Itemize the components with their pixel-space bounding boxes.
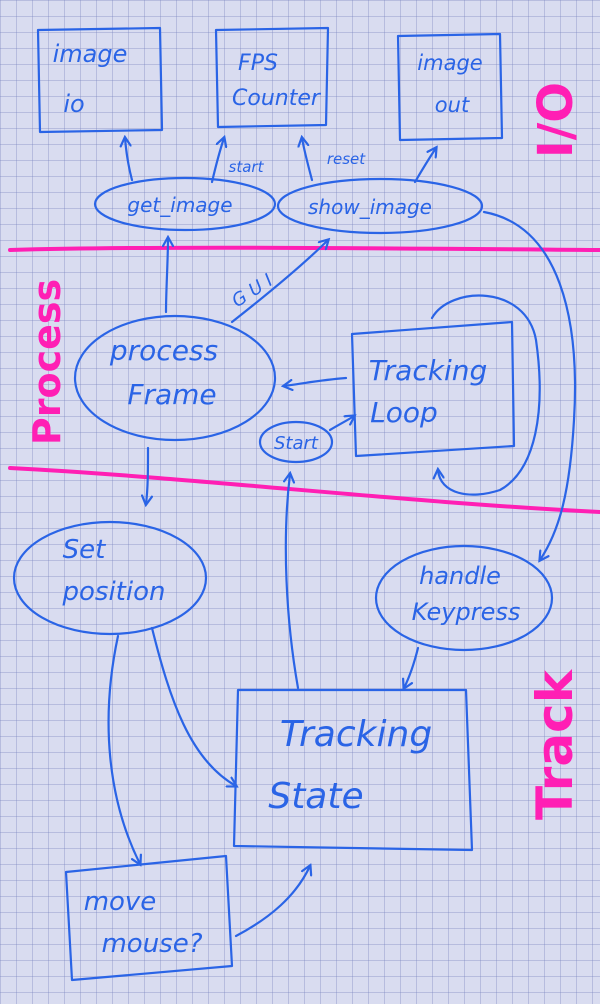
get-image-label: get_image: [127, 193, 232, 217]
edge-label-start: start: [229, 158, 265, 176]
get-image-ellipse: [93, 176, 277, 232]
image-io-label-1: image: [53, 40, 128, 68]
divider-process-track: [8, 466, 600, 514]
move-mouse-label-2: mouse?: [101, 929, 202, 959]
process-frame-label-2: Frame: [127, 378, 216, 411]
image-out-label-2: out: [435, 93, 470, 117]
set-position-label-1: Set: [63, 535, 107, 565]
image-out-box: [396, 32, 504, 142]
show-image-ellipse: [276, 177, 484, 235]
section-label-io: I/O: [528, 82, 584, 158]
arrow-set-position-to-tracking-state: [150, 626, 236, 786]
tracking-loop-label-2: Loop: [370, 396, 438, 429]
move-mouse-box: [64, 854, 234, 982]
fps-counter-label-2: Counter: [232, 86, 322, 111]
arrow-show-image-to-handle-keypress: [482, 210, 577, 560]
start-label: Start: [274, 433, 319, 454]
start-ellipse: [258, 420, 334, 464]
fps-counter-box: [214, 26, 330, 129]
image-out-label-1: image: [417, 51, 482, 75]
move-mouse-label-1: move: [84, 887, 157, 917]
arrow-move-mouse-to-tracking-state: [234, 866, 310, 938]
tracking-loop-box: [350, 320, 516, 458]
arrow-show-image-to-fps: [302, 138, 314, 182]
arrow-get-image-to-fps: [210, 138, 224, 184]
tracking-state-label-1: Tracking: [280, 714, 432, 755]
arrow-tracking-loop-self: [430, 294, 541, 496]
arrow-process-to-show-image: [230, 240, 328, 324]
tracking-loop-label-1: Tracking: [369, 354, 488, 387]
arrow-tracking-state-to-start: [286, 474, 300, 690]
set-position-ellipse: [12, 520, 208, 636]
edge-label-gui: GUI: [228, 267, 282, 312]
set-position-label-2: position: [62, 577, 166, 607]
handle-keypress-label-1: handle: [419, 562, 501, 590]
image-io-label-2: io: [63, 90, 84, 118]
arrow-process-to-set-position: [146, 446, 148, 504]
divider-io-process: [8, 245, 600, 252]
arrow-handle-keypress-to-tracking-state: [404, 646, 420, 688]
tracking-state-label-2: State: [268, 776, 363, 817]
process-frame-ellipse: [73, 314, 277, 442]
tracking-state-box: [232, 688, 474, 852]
edge-label-reset: reset: [327, 150, 366, 168]
handle-keypress-label-2: Keypress: [412, 598, 521, 626]
process-frame-label-1: process: [109, 334, 218, 367]
arrow-start-to-tracking-loop: [328, 416, 354, 432]
arrow-set-position-to-move-mouse: [107, 634, 140, 864]
arrow-show-image-to-image-out: [413, 148, 436, 184]
arrow-process-to-get-image: [166, 238, 168, 314]
handle-keypress-ellipse: [374, 544, 554, 652]
fps-counter-label-1: FPS: [238, 51, 278, 76]
image-io-box: [36, 26, 164, 134]
arrow-get-image-to-image-io: [125, 138, 134, 182]
show-image-label: show_image: [308, 195, 432, 219]
section-label-process: Process: [25, 279, 69, 445]
section-label-track: Track: [526, 668, 584, 820]
arrow-tracking-loop-to-process: [284, 376, 348, 386]
